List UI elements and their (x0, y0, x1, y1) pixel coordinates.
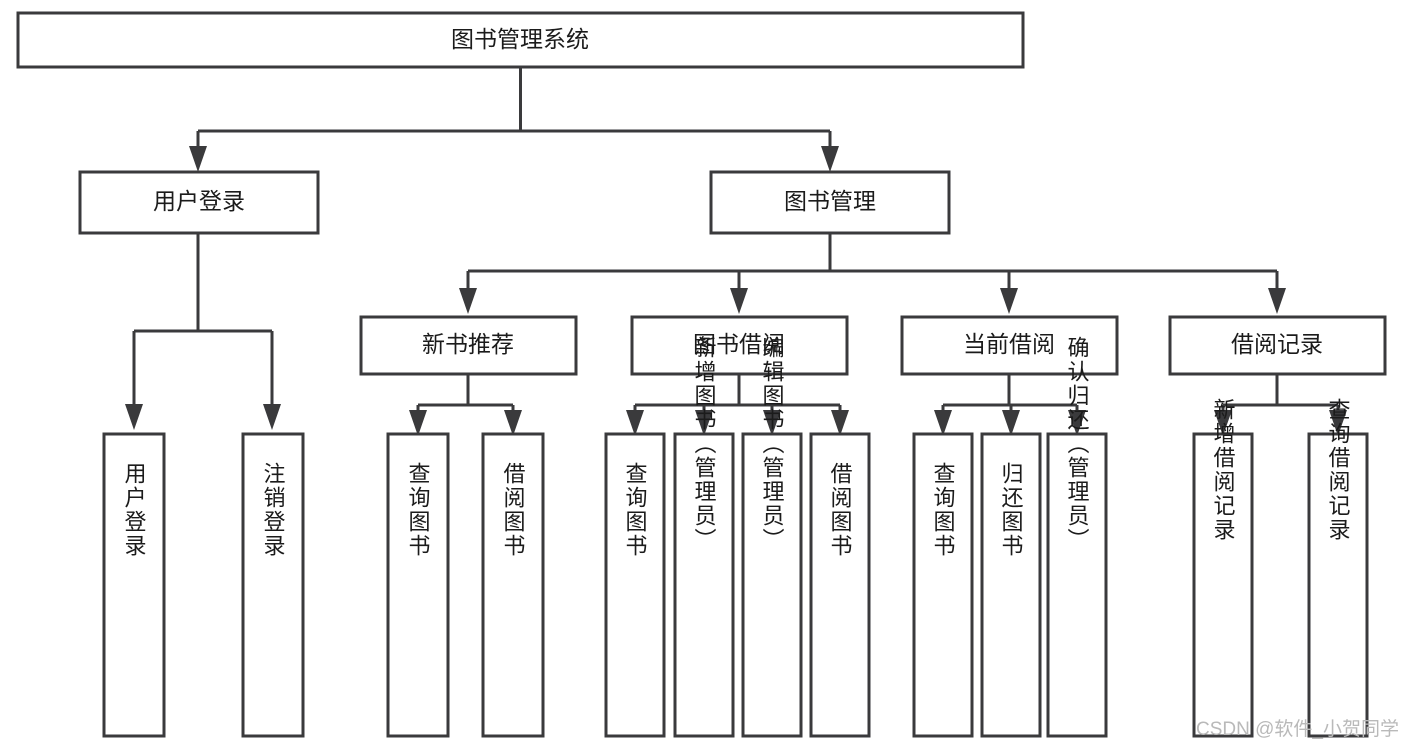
node-new-book-recommend[interactable]: 新书推荐 (359, 315, 578, 376)
node-leaf-confirm-return-label: 确认归还（管理员） (1065, 336, 1090, 552)
node-book-borrow[interactable]: 图书借阅 (630, 315, 849, 376)
node-leaf-query-book-2-label: 查询图书 (623, 462, 648, 558)
node-current-borrow-label: 当前借阅 (963, 331, 1055, 357)
arrow-leaf-query-book-1 (409, 410, 427, 436)
node-leaf-add-record-box[interactable] (1192, 432, 1254, 738)
node-leaf-borrow-book-1[interactable]: 借阅图书 (481, 432, 545, 738)
node-book-manage-box[interactable] (709, 170, 951, 235)
node-leaf-borrow-book-1-box[interactable] (481, 432, 545, 738)
node-leaf-user-logout-label: 注销登录 (261, 462, 286, 558)
arrow-user-login (189, 146, 207, 172)
arrow-leaf-user-login (125, 404, 143, 430)
node-leaf-query-record-label: 查询借阅记录 (1326, 398, 1351, 542)
connector-layer (125, 67, 1347, 436)
node-root-label: 图书管理系统 (451, 26, 589, 52)
node-user-login-label: 用户登录 (153, 188, 245, 214)
node-leaf-user-logout[interactable]: 注销登录 (241, 432, 305, 738)
node-leaf-return-book[interactable]: 归还图书 (980, 432, 1042, 738)
node-new-book-recommend-label: 新书推荐 (422, 331, 514, 357)
node-leaf-return-book-label: 归还图书 (999, 462, 1024, 558)
arrow-borrow-record (1268, 288, 1286, 314)
node-leaf-query-book-1[interactable]: 查询图书 (386, 432, 450, 738)
node-leaf-query-record[interactable]: 查询借阅记录 (1307, 398, 1369, 738)
node-leaf-add-record[interactable]: 新增借阅记录 (1192, 398, 1254, 738)
node-leaf-query-book-3-box[interactable] (912, 432, 974, 738)
node-current-borrow[interactable]: 当前借阅 (900, 315, 1119, 376)
node-new-book-recommend-box[interactable] (359, 315, 578, 376)
node-leaf-query-record-box[interactable] (1307, 432, 1369, 738)
node-root[interactable]: 图书管理系统 (16, 11, 1025, 69)
node-borrow-record-box[interactable] (1168, 315, 1387, 376)
arrow-leaf-query-book-3 (934, 410, 952, 436)
node-leaf-add-book[interactable]: 新增图书（管理员） (673, 336, 735, 738)
node-book-borrow-box[interactable] (630, 315, 849, 376)
node-leaf-query-book-2-box[interactable] (604, 432, 666, 738)
arrow-leaf-borrow-book-2 (831, 410, 849, 436)
node-book-manage-label: 图书管理 (784, 188, 876, 214)
node-leaf-query-book-3-label: 查询图书 (931, 462, 956, 558)
node-leaf-user-logout-box[interactable] (241, 432, 305, 738)
node-leaf-query-book-1-label: 查询图书 (406, 462, 431, 558)
node-leaf-add-book-box[interactable] (673, 432, 735, 738)
node-leaf-return-book-box[interactable] (980, 432, 1042, 738)
node-leaf-edit-book-label: 编辑图书（管理员） (760, 336, 785, 552)
node-leaf-borrow-book-2-label: 借阅图书 (828, 462, 853, 558)
node-leaf-edit-book-box[interactable] (741, 432, 803, 738)
arrow-leaf-return-book (1002, 410, 1020, 436)
node-leaf-add-record-label: 新增借阅记录 (1211, 398, 1236, 542)
arrow-leaf-user-logout (263, 404, 281, 430)
node-leaf-query-book-1-box[interactable] (386, 432, 450, 738)
node-leaf-add-book-label: 新增图书（管理员） (692, 336, 717, 552)
arrow-leaf-query-book-2 (626, 410, 644, 436)
node-leaf-confirm-return[interactable]: 确认归还（管理员） (1046, 336, 1108, 738)
node-leaf-borrow-book-2-box[interactable] (809, 432, 871, 738)
arrow-book-borrow (730, 288, 748, 314)
node-leaf-query-book-3[interactable]: 查询图书 (912, 432, 974, 738)
node-borrow-record[interactable]: 借阅记录 (1168, 315, 1387, 376)
arrow-leaf-borrow-book-1 (504, 410, 522, 436)
node-leaf-query-book-2[interactable]: 查询图书 (604, 432, 666, 738)
node-leaf-user-login-label: 用户登录 (122, 462, 147, 558)
arrow-current-borrow (1000, 288, 1018, 314)
node-current-borrow-box[interactable] (900, 315, 1119, 376)
node-leaf-user-login-box[interactable] (102, 432, 166, 738)
node-borrow-record-label: 借阅记录 (1231, 331, 1323, 357)
node-user-login-box[interactable] (78, 170, 320, 235)
node-leaf-edit-book[interactable]: 编辑图书（管理员） (741, 336, 803, 738)
node-leaf-borrow-book-1-label: 借阅图书 (501, 462, 526, 558)
node-book-borrow-label: 图书借阅 (693, 331, 785, 357)
node-root-box[interactable] (16, 11, 1025, 69)
arrow-new-book-recommend (459, 288, 477, 314)
node-book-manage[interactable]: 图书管理 (709, 170, 951, 235)
node-user-login[interactable]: 用户登录 (78, 170, 320, 235)
node-leaf-confirm-return-box[interactable] (1046, 432, 1108, 738)
node-leaf-borrow-book-2[interactable]: 借阅图书 (809, 432, 871, 738)
arrow-book-manage (821, 146, 839, 172)
node-leaf-user-login[interactable]: 用户登录 (102, 432, 166, 738)
watermark-label: CSDN @软件_小贺同学 (1196, 718, 1399, 740)
